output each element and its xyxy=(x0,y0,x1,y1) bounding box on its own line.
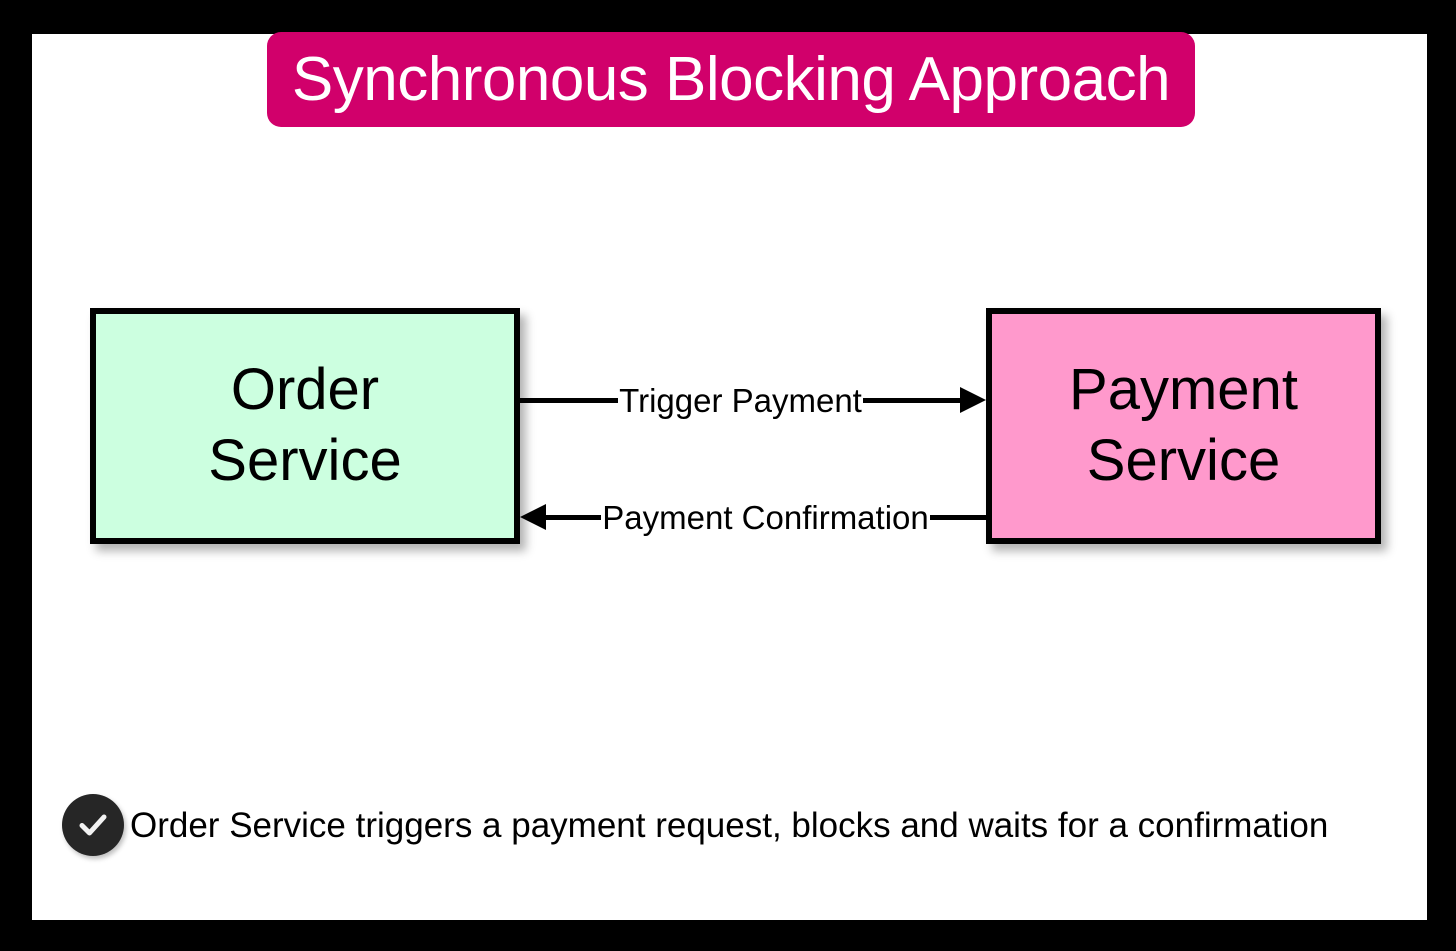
edge-line-left xyxy=(520,397,619,403)
arrow-head-left-icon xyxy=(520,504,546,530)
arrow-head-right-icon xyxy=(960,387,987,413)
check-circle-icon xyxy=(62,794,124,856)
node-order-service[interactable]: Order Service xyxy=(90,308,520,544)
diagram-canvas: Synchronous Blocking Approach Order Serv… xyxy=(32,32,1427,920)
node-payment-service[interactable]: Payment Service xyxy=(986,308,1381,544)
edge-trigger-payment: Trigger Payment xyxy=(520,377,987,423)
node-payment-service-label-line2: Service xyxy=(1086,428,1281,493)
node-order-service-label-line1: Order xyxy=(230,357,380,423)
footer-note: Order Service triggers a payment request… xyxy=(62,794,1328,856)
page-title: Synchronous Blocking Approach xyxy=(291,44,1171,114)
edge-line-right xyxy=(929,514,987,520)
node-payment-service-label-line1: Payment xyxy=(1069,357,1298,423)
edge-line-right xyxy=(862,397,962,403)
edge-payment-confirmation: Payment Confirmation xyxy=(520,494,987,540)
diagram-title-banner: Synchronous Blocking Approach xyxy=(267,32,1195,127)
edge-label-payment-confirmation: Payment Confirmation xyxy=(602,498,929,536)
footer-note-text: Order Service triggers a payment request… xyxy=(130,805,1329,845)
node-order-service-label-line2: Service xyxy=(208,428,402,493)
edge-label-trigger-payment: Trigger Payment xyxy=(619,381,862,419)
edge-line-left xyxy=(545,514,602,520)
